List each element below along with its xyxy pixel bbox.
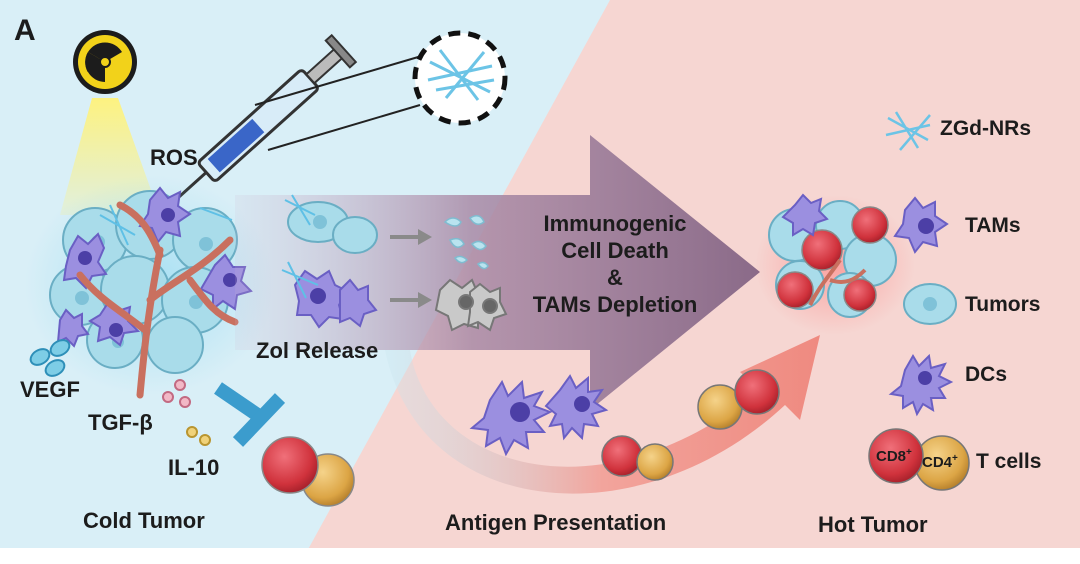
t-cells-icon [868,428,970,491]
tams-icon [893,196,949,254]
il10-label: IL-10 [168,455,220,480]
legend-tumors-label: Tumors [965,293,1041,316]
cd8-label: CD8+ [876,447,912,465]
cd8-sup: + [906,447,912,458]
zol-release-cells [281,194,378,329]
dead-tumor-fragments [443,215,489,270]
zol-release-label: Zol Release [256,338,379,363]
dcs-icon [888,353,954,417]
cd4-label: CD4+ [922,453,958,471]
process-label-line2: Cell Death [561,238,669,263]
bottom-strip [0,548,1080,564]
process-label-line1: Immunogenic [543,211,687,236]
legend-t-cells-label: T cells [976,450,1042,473]
panel-label: A [14,14,36,47]
zgd-nrs-icon [885,111,931,151]
inhibition-symbol [214,382,286,447]
presentation-t-cells [601,369,780,481]
tgf-beta-label: TGF-β [88,410,153,435]
process-label-line3: & [607,265,623,290]
cd4-text: CD4 [922,454,953,471]
ros-label: ROS [150,145,198,170]
small-arrows [390,229,432,308]
cold-tumor-label: Cold Tumor [83,508,205,533]
cold-tumor-cluster [25,175,275,399]
il10-particles [186,426,211,446]
legend-dcs-label: DCs [965,363,1008,386]
depleted-tams [434,278,508,332]
cd8-text: CD8 [876,448,907,465]
process-label: Immunogenic Cell Death & TAMs Depletion [500,210,730,318]
process-arrow [235,135,760,410]
radiation-icon [73,30,137,94]
zoom-line-lower [267,104,421,151]
hot-tumor-label: Hot Tumor [818,512,928,537]
antigen-presentation-arrow [385,335,820,494]
cd4-sup: + [952,453,958,464]
process-label-line4: TAMs Depletion [532,292,698,317]
vegf-label: VEGF [20,377,80,402]
dc-nuclei [510,396,590,422]
cold-t-cells [261,436,355,507]
nanorod-zoom-circle [412,30,508,126]
vegf-particles [29,339,71,377]
zoom-line-upper [254,54,426,106]
antigen-presentation-label: Antigen Presentation [445,510,667,535]
legend-tams-label: TAMs [965,214,1021,237]
tgf-particles [162,379,191,408]
tumors-icon [903,283,957,325]
legend-zgd-nrs-label: ZGd-NRs [940,117,1031,140]
hot-tumor-cluster [755,193,915,335]
